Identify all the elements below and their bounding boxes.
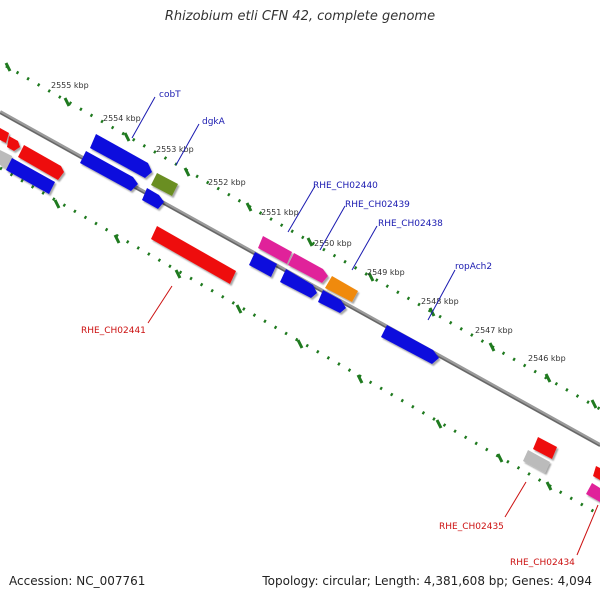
gene-rhe-ch02441[interactable] — [151, 226, 236, 284]
outer-tick-ring — [5, 64, 600, 411]
gene-label-rhe-ch02435[interactable]: RHE_CH02435 — [439, 522, 504, 532]
outer-major-ticks — [4, 62, 598, 409]
kbp-label-2554: 2554 kbp — [103, 114, 141, 123]
gene-red-right-edge[interactable] — [593, 466, 600, 480]
gene-red-left-long[interactable] — [18, 145, 64, 180]
kbp-label-2548: 2548 kbp — [421, 297, 459, 306]
gene-blue-02439-lower[interactable] — [280, 269, 317, 298]
kbp-label-2552: 2552 kbp — [208, 178, 246, 187]
genome-summary-text: Topology: circular; Length: 4,381,608 bp… — [262, 574, 592, 588]
gene-red-left-small[interactable] — [7, 136, 20, 151]
inner-major-ticks — [53, 199, 553, 491]
gene-rhe-ch02439[interactable] — [288, 253, 328, 283]
gene-label-rhe-ch02439[interactable]: RHE_CH02439 — [345, 200, 410, 210]
gene-label-rhe-ch02441[interactable]: RHE_CH02441 — [81, 326, 146, 336]
kbp-label-2550: 2550 kbp — [314, 239, 352, 248]
gene-red-left-edge[interactable] — [0, 128, 9, 143]
map-title: Rhizobium etli CFN 42, complete genome — [164, 9, 436, 24]
gene-red-right-small[interactable] — [533, 437, 557, 459]
gene-blue-left-lower[interactable] — [6, 158, 55, 194]
leader-lines-forward — [131, 96, 456, 321]
gene-label-rhe-ch02438[interactable]: RHE_CH02438 — [378, 219, 443, 229]
accession-text: Accession: NC_007761 — [9, 574, 146, 588]
kbp-label-2546: 2546 kbp — [528, 354, 566, 363]
gene-label-rhe-ch02440[interactable]: RHE_CH02440 — [313, 181, 378, 191]
gene-blue-02440-lower[interactable] — [249, 252, 277, 277]
gene-dgka[interactable] — [151, 173, 178, 196]
gene-blue-cobt-lower[interactable] — [80, 151, 138, 191]
gene-label-dgka[interactable]: dgkA — [202, 117, 226, 127]
kbp-label-2549: 2549 kbp — [367, 268, 405, 277]
gene-label-rhe-ch02434[interactable]: RHE_CH02434 — [510, 558, 575, 568]
kbp-label-2555: 2555 kbp — [51, 81, 89, 90]
gene-cobt[interactable] — [90, 134, 152, 178]
gene-label-ropach2[interactable]: ropAch2 — [455, 262, 492, 272]
kbp-label-2547: 2547 kbp — [475, 326, 513, 335]
gene-rhe-ch02434[interactable] — [586, 483, 600, 502]
gene-blue-02438-lower[interactable] — [318, 290, 346, 313]
leader-lines-reverse — [147, 285, 599, 556]
gene-rhe-ch02440[interactable] — [258, 236, 292, 264]
gene-blue-dgka-lower[interactable] — [142, 188, 164, 209]
kbp-label-2551: 2551 kbp — [261, 208, 299, 217]
gene-rhe-ch02438[interactable] — [325, 276, 358, 302]
kbp-label-2553: 2553 kbp — [156, 145, 194, 154]
gene-rhe-ch02435[interactable] — [523, 450, 550, 473]
gene-label-cobt[interactable]: cobT — [159, 90, 181, 100]
gene-ropach2[interactable] — [381, 325, 439, 364]
